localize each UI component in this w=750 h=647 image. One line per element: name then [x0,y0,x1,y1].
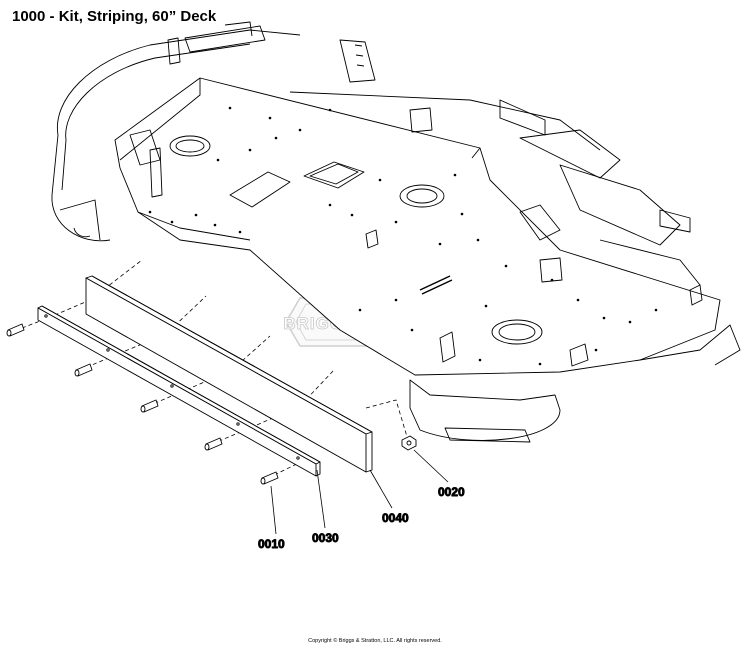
bolt-icon [6,323,25,337]
callout-0010: 0010 [258,537,285,551]
striping-flap-0040 [85,275,373,473]
deck-top-plate [114,77,721,376]
callout-0040: 0040 [382,511,409,525]
bolt-icon [140,399,159,413]
copyright-notice: Copyright © Briggs & Stratton, LLC. All … [308,638,442,644]
callout-0030: 0030 [312,531,339,545]
callout-0020: 0020 [438,485,465,499]
bolt-icon [74,363,93,377]
deck-frame-rails [129,39,701,286]
bolt-icon [204,437,223,451]
bolt-icon [260,471,279,485]
page-title: 1000 - Kit, Striping, 60” Deck [12,8,217,25]
nut-0020 [401,435,417,451]
deck-skirt-rear [51,21,301,242]
deck-front-skirt [409,284,741,443]
clamp-bar-0030 [37,305,321,477]
deck-bolt-holes [148,106,658,366]
bolt-0010-set [6,323,279,485]
callout-leaders [270,449,449,535]
